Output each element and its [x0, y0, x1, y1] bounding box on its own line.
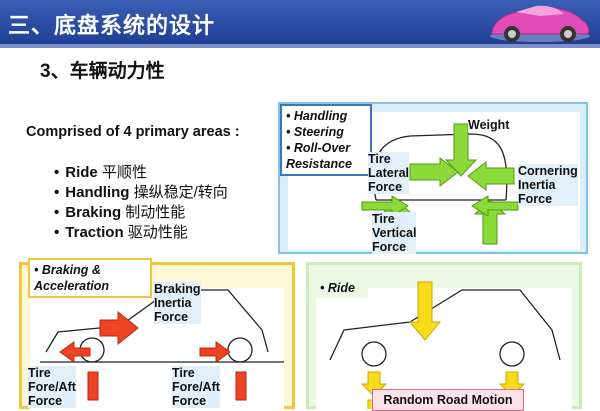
section-subtitle: 3、车辆动力性	[40, 61, 165, 82]
random-road-motion-label: Random Road Motion	[372, 389, 524, 411]
braking-legend: • Braking & Acceleration	[28, 258, 152, 298]
braking-inertia-label: Braking Inertia Force	[154, 282, 201, 324]
list-item: •Handling 操纵稳定/转向	[54, 184, 228, 201]
tire-fore-aft-right-label: Tire Fore/Aft Force	[172, 366, 220, 408]
list-item: •Ride 平顺性	[54, 164, 147, 181]
braking-arrows	[59, 310, 247, 401]
weight-label: Weight	[468, 118, 510, 132]
intro-text: Comprised of 4 primary areas :	[26, 124, 240, 140]
list-item: •Braking 制动性能	[54, 204, 186, 221]
tire-lateral-label: Tire Lateral Force	[368, 152, 409, 194]
tire-fore-aft-left-label: Tire Fore/Aft Force	[28, 366, 76, 408]
header-divider	[0, 44, 600, 48]
car-side-outline	[329, 289, 561, 367]
car-logo-icon	[490, 5, 590, 42]
ride-legend: • Ride	[316, 278, 368, 298]
tire-vertical-label: Tire Vertical Force	[372, 212, 417, 254]
handling-legend: • Handling • Steering • Roll-Over Resist…	[280, 104, 372, 176]
areas-list: •Ride 平顺性 •Handling 操纵稳定/转向 •Braking 制动性…	[54, 163, 228, 243]
list-item: •Traction 驱动性能	[54, 224, 188, 241]
slide-title: 三、底盘系统的设计	[8, 13, 216, 38]
cornering-label: Cornering Inertia Force	[518, 164, 578, 206]
